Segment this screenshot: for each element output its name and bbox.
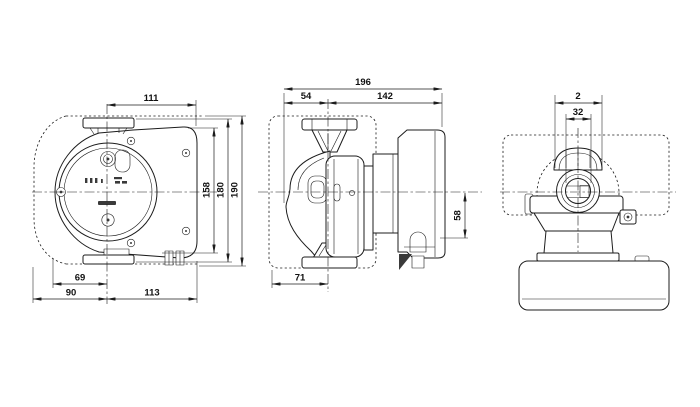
end-neck — [543, 230, 614, 254]
dim-label-side-overall-depth: 196 — [355, 77, 371, 88]
front-view: 111 158 180 190 69 90 113 — [32, 93, 246, 304]
dim-label-front-flange-height: 180 — [216, 182, 227, 198]
end-pump-body — [518, 147, 670, 311]
dim-label-side-front-width: 71 — [295, 273, 306, 284]
side-dimensions: 196 54 142 58 71 — [271, 77, 468, 288]
brand-logo — [98, 201, 116, 205]
dim-label-side-axis-to-bottom: 58 — [453, 210, 464, 221]
dim-label-front-box-height: 158 — [202, 182, 213, 198]
side-control-box — [397, 129, 446, 259]
side-cable-plug — [399, 254, 425, 270]
end-hidden-head-circle — [536, 151, 620, 235]
front-cable-clips — [164, 250, 185, 266]
dim-label-side-rear-depth: 142 — [377, 91, 393, 102]
end-control-box — [518, 260, 670, 311]
display-window — [114, 149, 131, 173]
dim-label-front-foot-offset: 69 — [75, 273, 86, 284]
end-clamp-base — [533, 212, 620, 232]
dim-label-end-thread: 2 — [575, 91, 580, 102]
end-view: 2 32 — [500, 91, 676, 311]
end-connector — [619, 209, 637, 225]
front-pump-body — [54, 117, 198, 266]
dim-label-front-top-width: 111 — [144, 93, 160, 104]
side-motor-cylinder — [372, 153, 399, 234]
dim-label-front-overall-height: 190 — [230, 182, 241, 198]
front-dimensions: 111 158 180 190 69 90 113 — [32, 93, 246, 303]
side-pump-body — [285, 118, 446, 270]
dim-label-front-left-width: 90 — [66, 288, 77, 299]
end-centerlines — [500, 128, 676, 252]
end-neck-step — [536, 252, 620, 262]
side-top-neck — [311, 129, 348, 153]
dim-label-side-front-depth: 54 — [301, 91, 312, 102]
side-view: 196 54 142 58 71 — [258, 77, 482, 292]
end-dimensions: 2 32 — [554, 91, 603, 183]
side-top-flange — [301, 118, 358, 131]
front-centerlines — [32, 104, 218, 304]
side-bottom-flange — [301, 256, 358, 269]
front-face-details — [85, 149, 131, 227]
side-flange-ring — [363, 165, 374, 251]
side-centerlines — [258, 99, 482, 292]
dim-label-end-bore: 32 — [573, 107, 584, 118]
indicator-marks — [85, 177, 127, 184]
front-screws — [56, 136, 191, 248]
dim-label-front-right-width: 113 — [144, 288, 159, 299]
front-top-flange — [82, 117, 135, 129]
port-circles — [556, 169, 600, 213]
front-bottom-flange — [82, 254, 135, 265]
